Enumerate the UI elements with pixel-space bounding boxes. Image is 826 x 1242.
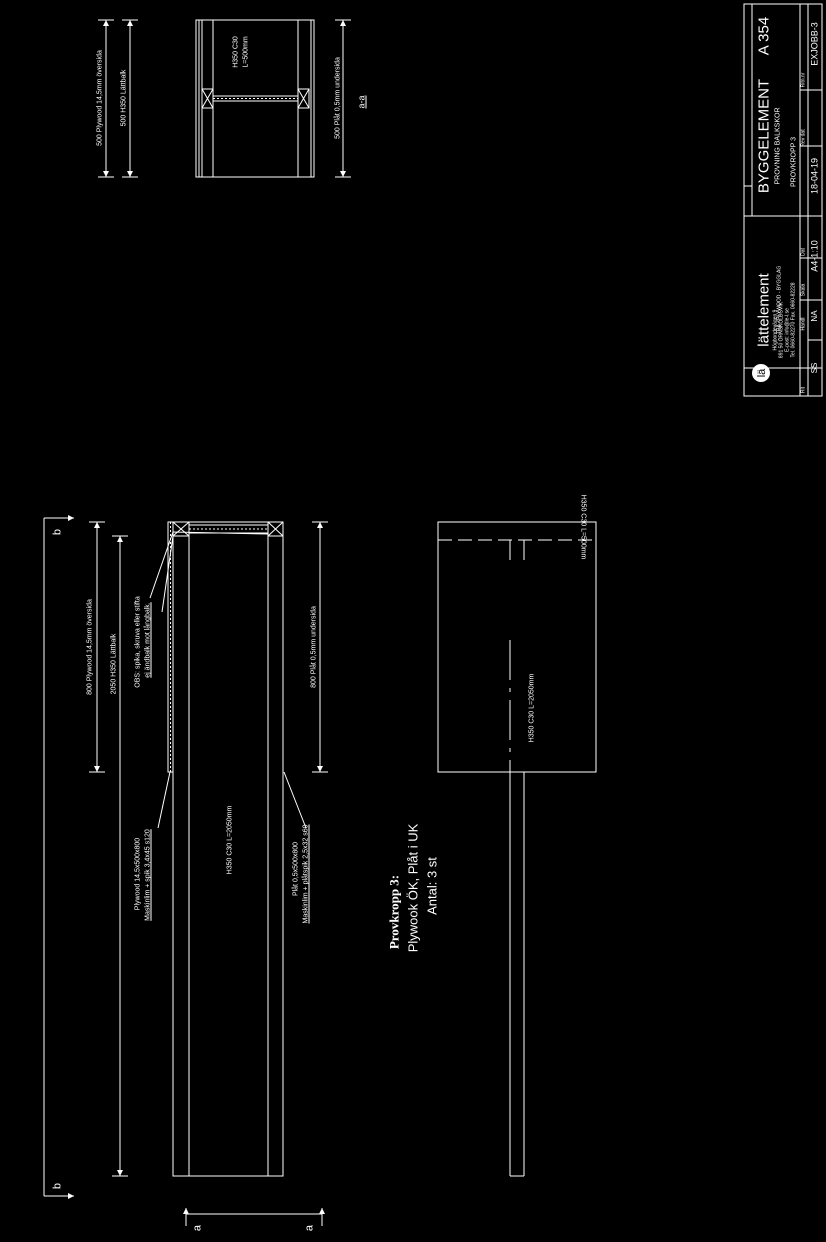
- provkropp-line-1: Plywook ÖK, Plåt i UK: [405, 823, 421, 953]
- dim-beam-length: 2050 H350 Lättbalk: [110, 633, 118, 695]
- dat-value: 18-04-19: [809, 157, 820, 195]
- dim-plywood-aa: 500 Plywood 14,5mm översida: [96, 50, 104, 146]
- plywood-spec-1: Plywood 14,5x500x800: [134, 837, 142, 911]
- svg-text:lä: lä: [756, 368, 768, 377]
- dim-plate-aa: 500 Plåt 0,5mm undersida: [334, 57, 342, 139]
- section-a-left: a: [191, 1224, 204, 1232]
- skala-value: A4-1:10: [809, 240, 820, 272]
- dim-plate-bottom: 800 Plåt 0,5mm undersida: [310, 606, 318, 688]
- beam-label-aa-2: L=500mm: [242, 36, 250, 68]
- plan-view: [437, 521, 597, 1177]
- provkropp-line-2: Antal: 3 st: [424, 857, 440, 915]
- label-skala: Skala: [800, 283, 807, 297]
- plywood-spec-2: Maskinlim + spik 3,4x45 s120: [144, 829, 152, 921]
- dim-beam-aa: 500 H350 Lättbalk: [120, 69, 128, 127]
- label-dat: Dat: [800, 248, 807, 256]
- label-ritn-nr: Ritn.nr: [800, 72, 807, 88]
- section-aa-view: [98, 19, 351, 178]
- beam-label-aa-1: H350 C30: [232, 36, 240, 68]
- note-line-2: ej ändbalk mot långbalk.: [144, 602, 152, 678]
- label-handl: Handl: [800, 317, 807, 331]
- handl-value: NA: [810, 310, 819, 322]
- address-4: Tel. 0660-82270 Fax. 0660-82228: [790, 282, 797, 358]
- long-beam-label: H350 C30 L=2050mm: [528, 673, 536, 743]
- section-a-right: a: [303, 1224, 316, 1232]
- ritn-nr-value: EXJOBB-3: [809, 22, 820, 66]
- project-name: BYGGELEMENT: [755, 78, 773, 194]
- section-aa-title: a-a: [356, 95, 367, 109]
- format: A 354: [755, 16, 773, 56]
- section-b-bottom: b: [51, 1182, 64, 1190]
- company-name: lättelement: [755, 273, 773, 347]
- title-block-frame: [743, 3, 823, 397]
- plate-spec-1: Plåt 0,5x500x800: [292, 841, 300, 897]
- provkropp-title: Provkropp 3:: [386, 874, 402, 950]
- elevation-view: [43, 515, 328, 1226]
- label-ritad: Rit: [800, 386, 807, 394]
- label-rev-dat: Rev dat: [800, 129, 807, 147]
- project-sub: PROVNING BALKSKOR: [774, 107, 782, 185]
- ritad-value: SS: [810, 362, 819, 374]
- section-b-top: b: [51, 528, 64, 536]
- beam-label: H350 C30 L=2050mm: [226, 805, 234, 875]
- end-beam-label: H350 C30 L=500mm: [579, 494, 587, 560]
- dim-plywood-top: 800 Plywood 14,5mm översida: [86, 599, 94, 695]
- note-line-1: OBS: spika, skruva eller stifta: [134, 596, 142, 688]
- plate-spec-2: Maskinlim + plåtspik 2,5x32 s60: [302, 824, 310, 924]
- drawing-title: PROVKROPP 3: [790, 136, 798, 188]
